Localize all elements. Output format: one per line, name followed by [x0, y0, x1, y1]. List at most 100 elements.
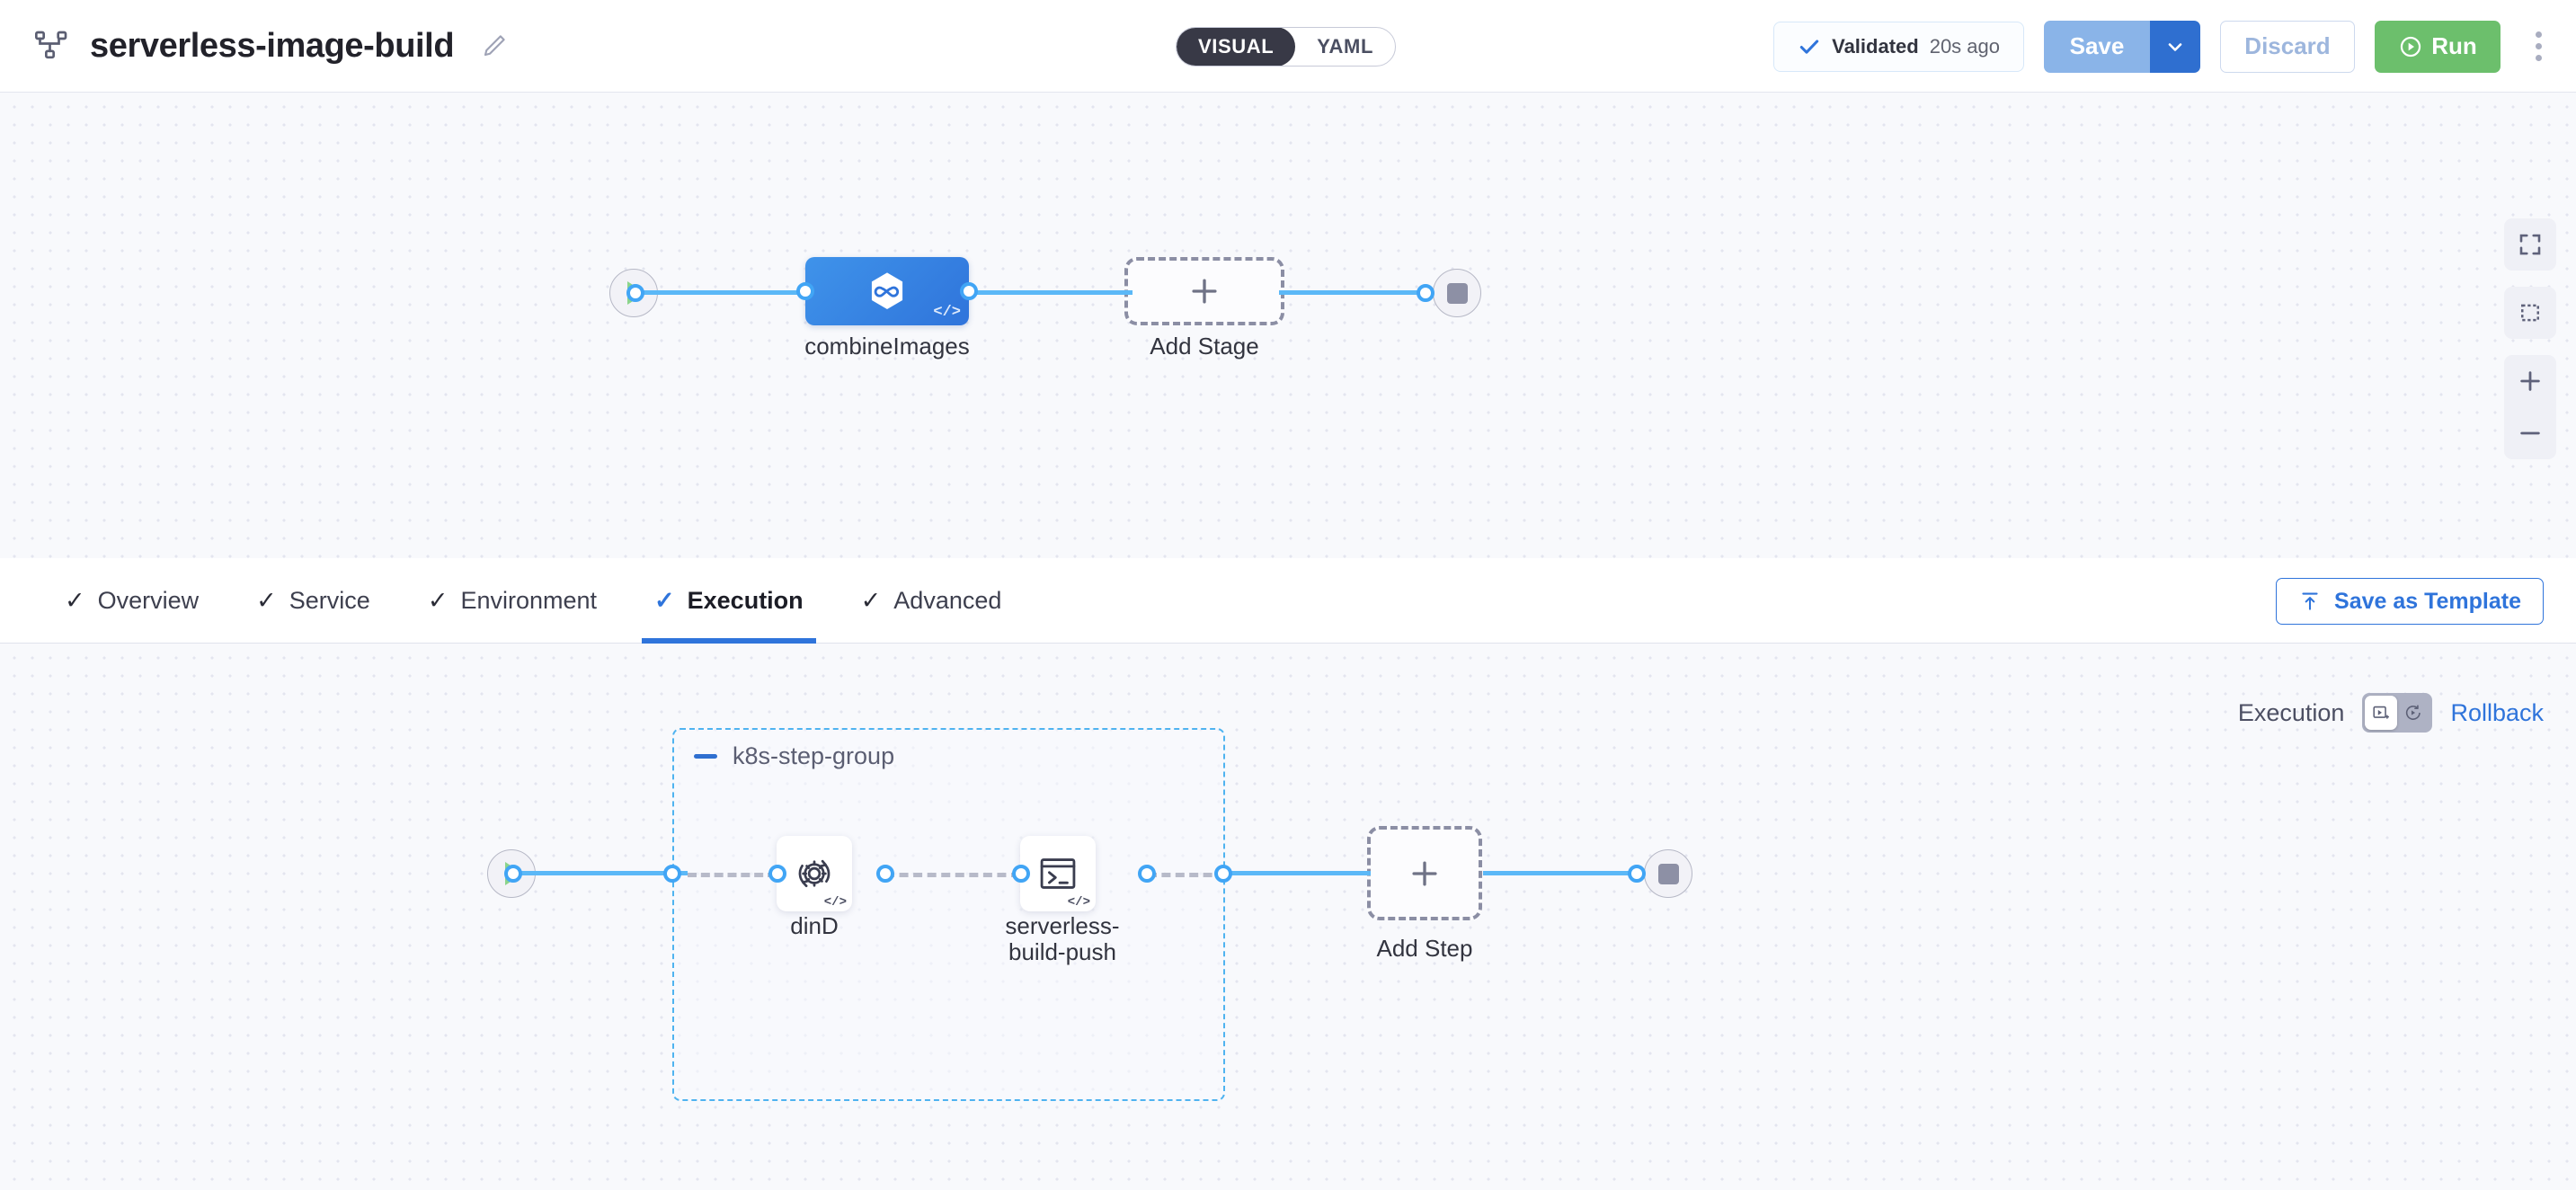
group-entry-connector-dot[interactable] [663, 865, 681, 883]
dind-in-connector-dot[interactable] [768, 865, 786, 883]
execution-toggle-half[interactable] [2365, 696, 2398, 730]
execution-label: Execution [2237, 698, 2345, 726]
serverless-in-connector-dot[interactable] [1012, 865, 1030, 883]
tab-label: Advanced [893, 586, 1002, 614]
code-badge-icon: </> [1067, 895, 1090, 910]
header-left: serverless-image-build [0, 27, 510, 66]
steps-end-connector-dot[interactable] [1628, 865, 1646, 883]
tab-execution[interactable]: ✓ Execution [626, 558, 832, 644]
add-step-caption: Add Step [1376, 935, 1473, 962]
exec-rollback-toggle[interactable] [2362, 693, 2433, 733]
step-node-dind[interactable]: </> [777, 836, 852, 911]
edge-stage-to-addstage [969, 290, 1133, 295]
step-caption-line2: build-push [1008, 937, 1116, 965]
ci-build-hexagon-icon [871, 272, 903, 309]
edge-addstage-to-end [1279, 290, 1426, 295]
save-button[interactable]: Save [2044, 20, 2150, 73]
steps-end-node[interactable] [1644, 849, 1692, 898]
step-caption-serverless-build-push: serverless- build-push [977, 913, 1148, 964]
tab-environment[interactable]: ✓ Environment [399, 558, 626, 644]
end-connector-dot[interactable] [1417, 284, 1435, 302]
steps-canvas[interactable]: k8s-step-group </> dinD </ [0, 644, 2576, 1190]
step-group-header[interactable]: k8s-step-group [694, 742, 894, 770]
view-mode-toggle[interactable]: VISUAL YAML [1176, 27, 1396, 67]
steps-start-connector-dot[interactable] [504, 865, 522, 883]
check-icon [1799, 39, 1819, 54]
tab-label: Service [289, 586, 370, 614]
pencil-icon[interactable] [479, 31, 510, 61]
tab-advanced[interactable]: ✓ Advanced [832, 558, 1031, 644]
add-stage-node[interactable] [1124, 257, 1284, 325]
mode-visual[interactable]: VISUAL [1177, 28, 1296, 66]
stage-canvas[interactable]: </> combineImages Add Stage [0, 93, 2576, 558]
add-stage-caption: Add Stage [1150, 333, 1259, 360]
save-button-group[interactable]: Save [2044, 20, 2200, 73]
pipeline-end-node[interactable] [1433, 269, 1481, 317]
check-icon: ✓ [65, 586, 85, 614]
tab-list: ✓ Overview ✓ Service ✓ Environment ✓ Exe… [0, 558, 1030, 644]
step-caption-line1: serverless- [1005, 912, 1120, 939]
check-icon: ✓ [427, 586, 449, 614]
code-badge-icon: </> [933, 304, 961, 321]
serverless-out-connector-dot[interactable] [1138, 865, 1156, 883]
zoom-in-icon [2520, 371, 2540, 391]
mode-yaml[interactable]: YAML [1317, 35, 1373, 58]
pipeline-nodes-icon [32, 27, 70, 65]
stop-icon [1446, 282, 1468, 304]
run-button[interactable]: Run [2375, 20, 2500, 73]
stage-node-combineimages[interactable]: </> [805, 257, 969, 325]
add-step-node[interactable] [1367, 826, 1482, 920]
edge-dind-to-serverless [885, 873, 1020, 877]
check-icon: ✓ [256, 586, 277, 614]
step-node-serverless-build-push[interactable]: </> [1020, 836, 1096, 911]
rollback-label[interactable]: Rollback [2450, 698, 2544, 726]
minus-icon[interactable] [694, 754, 717, 759]
zoom-out-button[interactable] [2504, 407, 2556, 459]
save-as-template-button[interactable]: Save as Template [2276, 578, 2544, 625]
group-exit-connector-dot[interactable] [1214, 865, 1232, 883]
tab-overview[interactable]: ✓ Overview [36, 558, 227, 644]
stage-in-connector-dot[interactable] [796, 282, 814, 300]
fit-to-screen-button[interactable] [2504, 218, 2556, 271]
gear-rotate-icon [798, 859, 831, 888]
dind-out-connector-dot[interactable] [876, 865, 894, 883]
save-dropdown-button[interactable] [2150, 20, 2200, 73]
terminal-icon [1040, 858, 1076, 889]
canvas-controls [2504, 218, 2556, 459]
start-connector-dot[interactable] [626, 284, 644, 302]
rollback-toggle-half[interactable] [2397, 696, 2429, 730]
edge-addstep-to-end [1483, 871, 1636, 875]
discard-button[interactable]: Discard [2220, 20, 2355, 73]
step-group-k8s[interactable]: k8s-step-group [672, 728, 1225, 1101]
step-caption-dind: dinD [790, 912, 839, 939]
stage-caption-combineimages: combineImages [804, 333, 970, 360]
execution-rollback-switch: Execution Rollback [2238, 693, 2544, 733]
edge-serverless-to-group-exit [1148, 873, 1226, 877]
tab-service[interactable]: ✓ Service [227, 558, 399, 644]
header-actions: Validated 20s ago Save Discard Run [1773, 0, 2576, 93]
kebab-menu-icon[interactable] [2520, 21, 2556, 73]
edge-start-to-group [512, 871, 688, 875]
tab-label: Execution [687, 586, 804, 614]
edge-start-to-stage [635, 290, 805, 295]
zoom-in-button[interactable] [2504, 355, 2556, 407]
check-icon: ✓ [654, 586, 675, 614]
rollback-rotate-icon [2406, 705, 2421, 720]
selection-box-button[interactable] [2504, 287, 2556, 339]
fit-to-screen-icon [2519, 234, 2541, 255]
chevron-down-icon [2168, 42, 2182, 51]
selection-box-icon [2521, 304, 2539, 322]
validated-label: Validated [1832, 34, 1919, 58]
play-circle-icon [2401, 36, 2421, 57]
check-icon: ✓ [860, 586, 882, 614]
code-badge-icon: </> [823, 895, 847, 910]
zoom-out-icon [2520, 431, 2540, 435]
stage-config-tabs: ✓ Overview ✓ Service ✓ Environment ✓ Exe… [0, 558, 2576, 644]
stage-out-connector-dot[interactable] [960, 282, 978, 300]
app-header: serverless-image-build VISUAL YAML Valid… [0, 0, 2576, 93]
plus-icon [1192, 279, 1217, 304]
stop-icon [1657, 863, 1679, 884]
tab-label: Overview [97, 586, 200, 614]
validated-time: 20s ago [1929, 34, 2000, 58]
zoom-controls [2504, 355, 2556, 459]
